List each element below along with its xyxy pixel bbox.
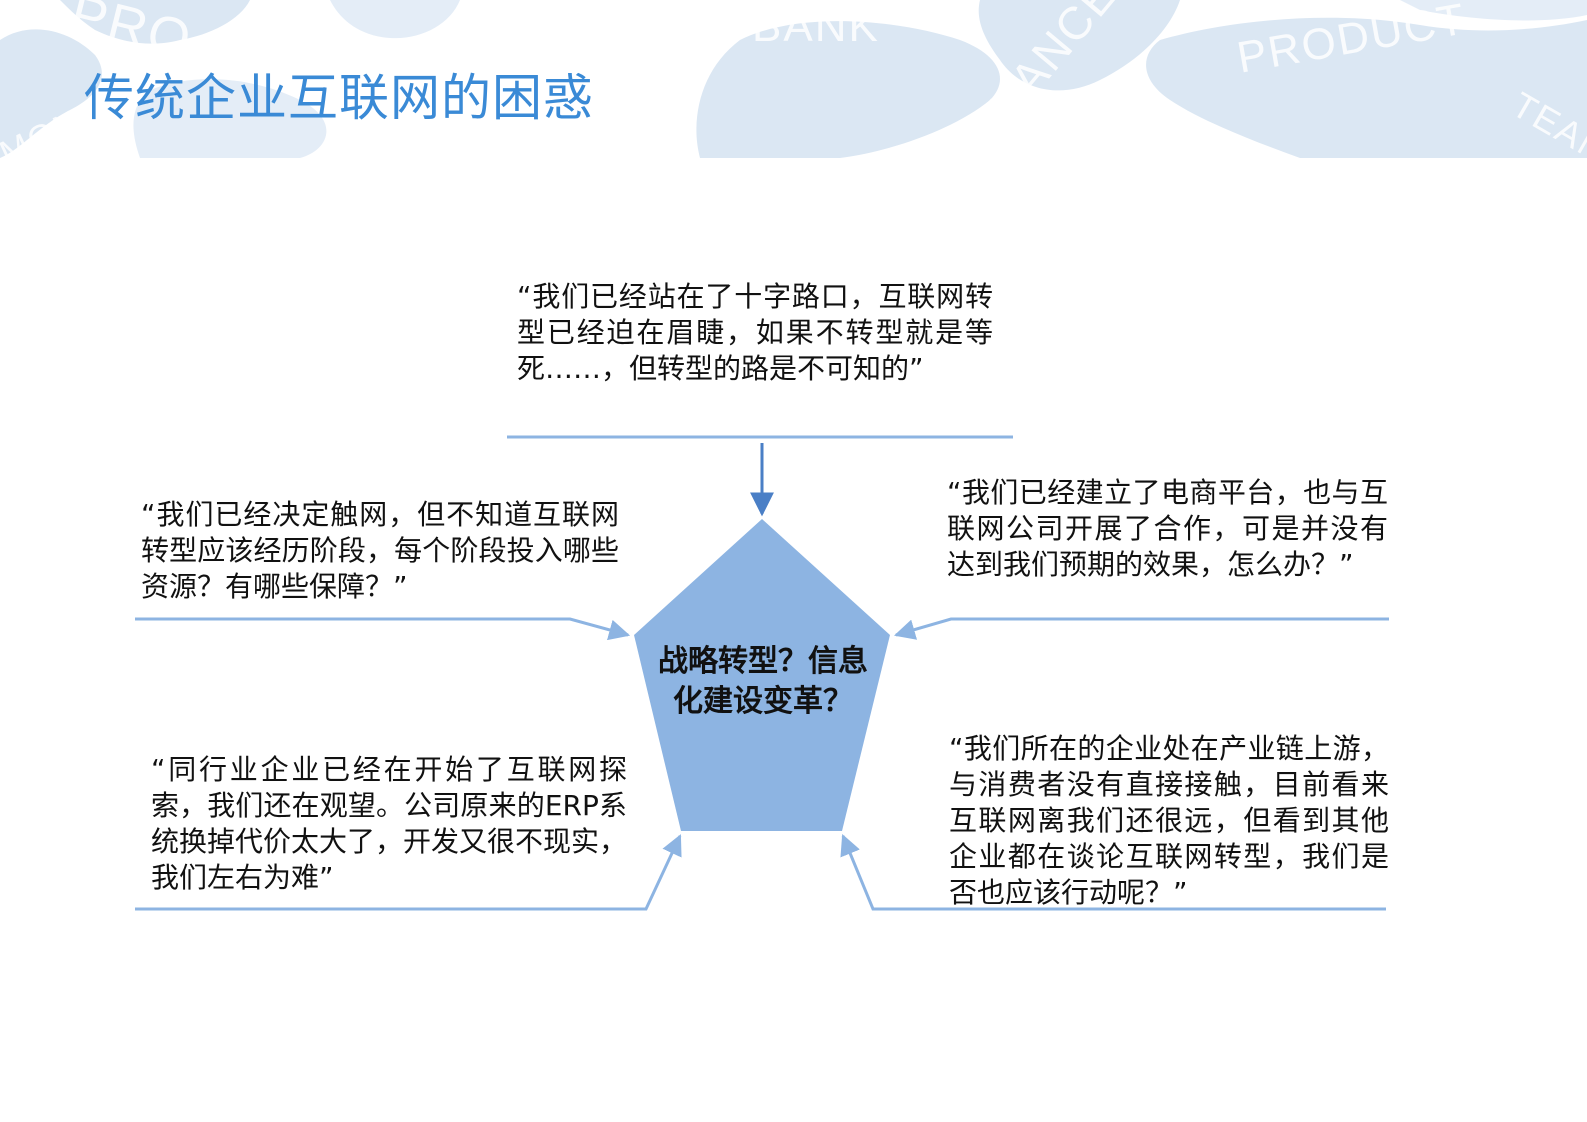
background-word: BU — [360, 100, 415, 141]
quote-top: “我们已经站在了十字路口，互联网转型已经迫在眉睫，如果不转型就是等死……，但转型… — [517, 280, 993, 385]
left-upper-connector — [135, 617, 631, 641]
left-lower-connector — [135, 834, 682, 911]
quote-left-upper: “我们已经决定触网，但不知道互联网转型应该经历阶段，每个阶段投入哪些资源？有哪些… — [141, 498, 619, 603]
right-upper-connector — [893, 617, 1389, 640]
world-map-background — [0, 0, 1587, 158]
right-lower-connector — [840, 834, 1386, 911]
center-pentagon — [634, 519, 890, 831]
header-banner: PRO BANK FINANCE PRODUCT MONEY BU TEAM — [0, 0, 1587, 158]
background-word: BANK — [752, 2, 880, 51]
quote-right-upper: “我们已经建立了电商平台，也与互联网公司开展了合作，可是并没有达到我们预期的效果… — [947, 476, 1388, 581]
center-label: 战略转型？信息化建设变革？ — [658, 644, 868, 719]
quote-right-lower: “我们所在的企业处在产业链上游，与消费者没有直接接触，目前看来互联网离我们还很远… — [949, 732, 1389, 909]
quote-left-lower: “同行业企业已经在开始了互联网探索，我们还在观望。公司原来的ERP系统换掉代价太… — [151, 753, 628, 894]
slide-title: 传统企业互联网的困惑 — [84, 69, 594, 127]
